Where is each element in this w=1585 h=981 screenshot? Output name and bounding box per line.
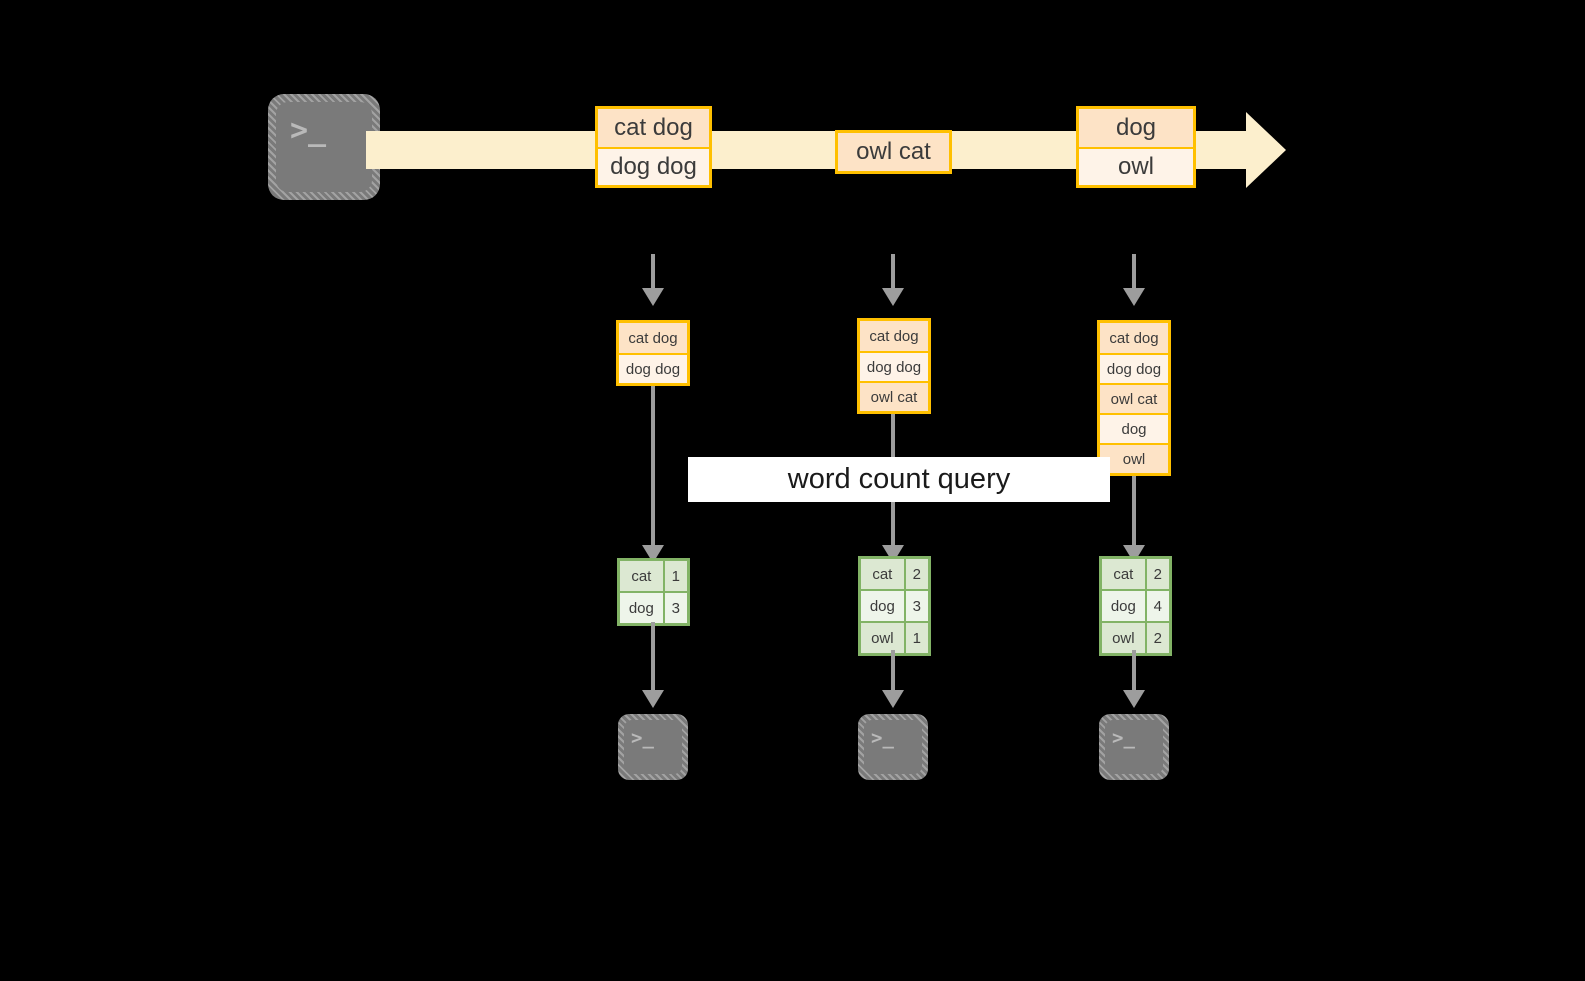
- result-word: cat: [1102, 559, 1145, 589]
- stream-event-row: owl: [1079, 147, 1193, 185]
- terminal-prompt-glyph: >_: [290, 113, 327, 148]
- sink-terminal-icon-3: >_: [1099, 714, 1169, 780]
- terminal-screen: [1105, 720, 1163, 774]
- sink-terminal-icon-1: >_: [618, 714, 688, 780]
- stream-event-row: dog dog: [598, 147, 709, 185]
- snapshot-row: dog: [1100, 413, 1168, 443]
- result-row: cat 2: [861, 559, 928, 589]
- result-table-3: cat 2 dog 4 owl 2: [1099, 556, 1172, 656]
- stream-event-row: dog: [1079, 109, 1193, 147]
- sink-terminal-icon-2: >_: [858, 714, 928, 780]
- query-connector-1: [651, 383, 655, 553]
- stream-event-group-2: owl cat: [835, 130, 952, 174]
- result-word: dog: [1102, 591, 1145, 621]
- stream-event-row: owl cat: [838, 133, 949, 171]
- stream-arrow-head: [1246, 112, 1286, 188]
- result-table-2: cat 2 dog 3 owl 1: [858, 556, 931, 656]
- result-word: owl: [1102, 623, 1145, 653]
- result-count: 1: [662, 561, 687, 591]
- result-table-1: cat 1 dog 3: [617, 558, 690, 626]
- snapshot-row: dog dog: [619, 353, 687, 383]
- snapshot-row: dog dog: [1100, 353, 1168, 383]
- sink-connector-2: [891, 650, 895, 694]
- sink-connector-arrowhead-1: [642, 690, 664, 708]
- table-snapshot-3: cat dog dog dog owl cat dog owl: [1097, 320, 1171, 476]
- result-row: cat 1: [620, 561, 687, 591]
- stream-event-group-1: cat dog dog dog: [595, 106, 712, 188]
- terminal-screen: [276, 102, 372, 192]
- result-row: owl 2: [1102, 621, 1169, 653]
- sink-connector-3: [1132, 650, 1136, 694]
- snapshot-row: owl cat: [1100, 383, 1168, 413]
- terminal-screen: [624, 720, 682, 774]
- result-count: 4: [1144, 591, 1169, 621]
- result-word: cat: [861, 559, 904, 589]
- terminal-prompt-glyph: >_: [631, 727, 654, 749]
- source-terminal-icon: >_: [268, 94, 380, 200]
- dashed-connector-2: [891, 254, 895, 292]
- dashed-connector-1: [651, 254, 655, 292]
- snapshot-row: cat dog: [1100, 323, 1168, 353]
- dashed-connector-arrowhead-1: [642, 288, 664, 306]
- terminal-prompt-glyph: >_: [871, 727, 894, 749]
- result-word: owl: [861, 623, 904, 653]
- result-row: cat 2: [1102, 559, 1169, 589]
- table-snapshot-2: cat dog dog dog owl cat: [857, 318, 931, 414]
- snapshot-row: owl cat: [860, 381, 928, 411]
- snapshot-row: cat dog: [860, 321, 928, 351]
- sink-connector-1: [651, 622, 655, 694]
- result-row: owl 1: [861, 621, 928, 653]
- stream-event-row: cat dog: [598, 109, 709, 147]
- terminal-prompt-glyph: >_: [1112, 727, 1135, 749]
- dashed-connector-3: [1132, 254, 1136, 292]
- dashed-connector-arrowhead-2: [882, 288, 904, 306]
- query-label-text: word count query: [787, 463, 1011, 495]
- snapshot-row: owl: [1100, 443, 1168, 473]
- query-label: word count query: [688, 457, 1110, 502]
- table-snapshot-1: cat dog dog dog: [616, 320, 690, 386]
- result-row: dog 3: [861, 589, 928, 621]
- sink-connector-arrowhead-2: [882, 690, 904, 708]
- query-connector-3: [1132, 475, 1136, 553]
- result-row: dog 3: [620, 591, 687, 623]
- result-count: 2: [1144, 623, 1169, 653]
- sink-connector-arrowhead-3: [1123, 690, 1145, 708]
- stream-event-group-3: dog owl: [1076, 106, 1196, 188]
- result-count: 3: [662, 593, 687, 623]
- snapshot-row: dog dog: [860, 351, 928, 381]
- dashed-connector-arrowhead-3: [1123, 288, 1145, 306]
- result-count: 3: [903, 591, 928, 621]
- result-row: dog 4: [1102, 589, 1169, 621]
- result-count: 2: [1144, 559, 1169, 589]
- result-word: dog: [620, 593, 663, 623]
- snapshot-row: cat dog: [619, 323, 687, 353]
- result-count: 1: [903, 623, 928, 653]
- terminal-screen: [864, 720, 922, 774]
- result-word: cat: [620, 561, 663, 591]
- result-word: dog: [861, 591, 904, 621]
- result-count: 2: [903, 559, 928, 589]
